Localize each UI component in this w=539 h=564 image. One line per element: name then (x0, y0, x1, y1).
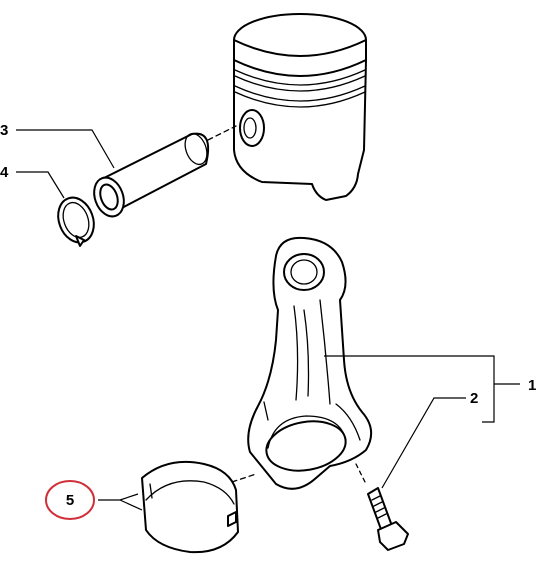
connecting-rod-icon (247, 236, 373, 490)
piston-pin-icon (93, 132, 210, 218)
circlip-icon (57, 196, 95, 247)
callout-2: 2 (470, 390, 478, 407)
piston-icon (233, 13, 367, 201)
leader-2 (381, 397, 466, 489)
callout-1: 1 (528, 377, 536, 394)
leader-5 (98, 493, 143, 511)
leader-1-bracket (324, 355, 520, 423)
callout-4: 4 (0, 164, 9, 181)
bearing-shell-icon (141, 460, 239, 554)
leader-3 (16, 129, 115, 169)
rod-bolt-icon (367, 487, 409, 551)
callout-5: 5 (66, 492, 74, 509)
callout-3: 3 (0, 122, 8, 139)
highlight-ring (45, 480, 95, 520)
leader-4 (16, 171, 65, 199)
